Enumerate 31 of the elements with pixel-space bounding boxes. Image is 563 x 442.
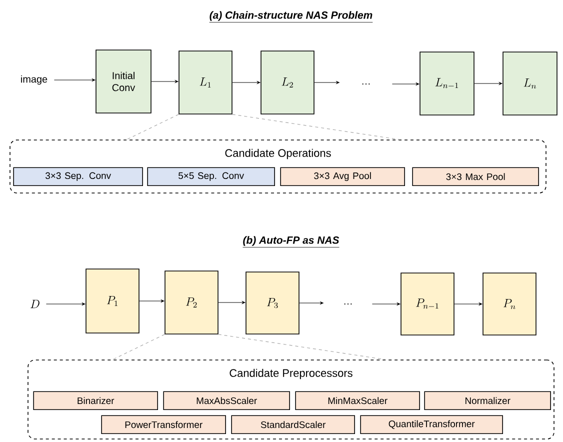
ellipsis: …: [344, 303, 352, 305]
zoom-line: [126, 114, 179, 140]
preprocessor-option: MaxAbsScaler: [163, 391, 290, 410]
preprocessor-box: $P_{n-1}$: [400, 272, 454, 336]
preprocessor-option: Normalizer: [424, 391, 551, 410]
layer-box: Initial Conv: [96, 50, 152, 114]
preprocessor-option: Binarizer: [33, 391, 158, 410]
input-label: image: [21, 75, 48, 85]
zoom-line: [112, 334, 165, 360]
operation-box: 5×5 Sep. Conv: [147, 167, 275, 186]
preprocessor-option: QuantileTransformer: [360, 415, 503, 434]
layer-box: $L_2$: [260, 50, 314, 114]
zoom-line: [218, 334, 386, 360]
ellipsis: …: [362, 83, 370, 85]
operation-box: 3×3 Avg Pool: [280, 167, 405, 186]
zoom-line: [232, 114, 400, 140]
layer-box: $L_{n-1}$: [420, 52, 474, 116]
preprocessor-box: $P_n$: [482, 272, 536, 336]
operation-box: 3×3 Sep. Conv: [13, 167, 143, 186]
preprocessor-option: PowerTransformer: [101, 415, 226, 434]
preprocessor-option: StandardScaler: [231, 415, 355, 434]
input-label: $D$: [30, 300, 40, 308]
layer-box: $L_n$: [502, 52, 558, 116]
preprocessor-box: $P_1$: [86, 268, 140, 334]
preprocessor-box: $P_3$: [246, 272, 300, 334]
panel-title: (a) Chain-structure NAS Problem: [209, 11, 373, 22]
preprocessor-box: $P_2$: [164, 270, 218, 334]
layer-box: $L_1$: [178, 50, 232, 114]
operation-box: 3×3 Max Pool: [412, 167, 539, 186]
panel-title: (b) Auto-FP as NAS: [242, 236, 340, 248]
preprocessor-option: MinMaxScaler: [295, 391, 420, 410]
